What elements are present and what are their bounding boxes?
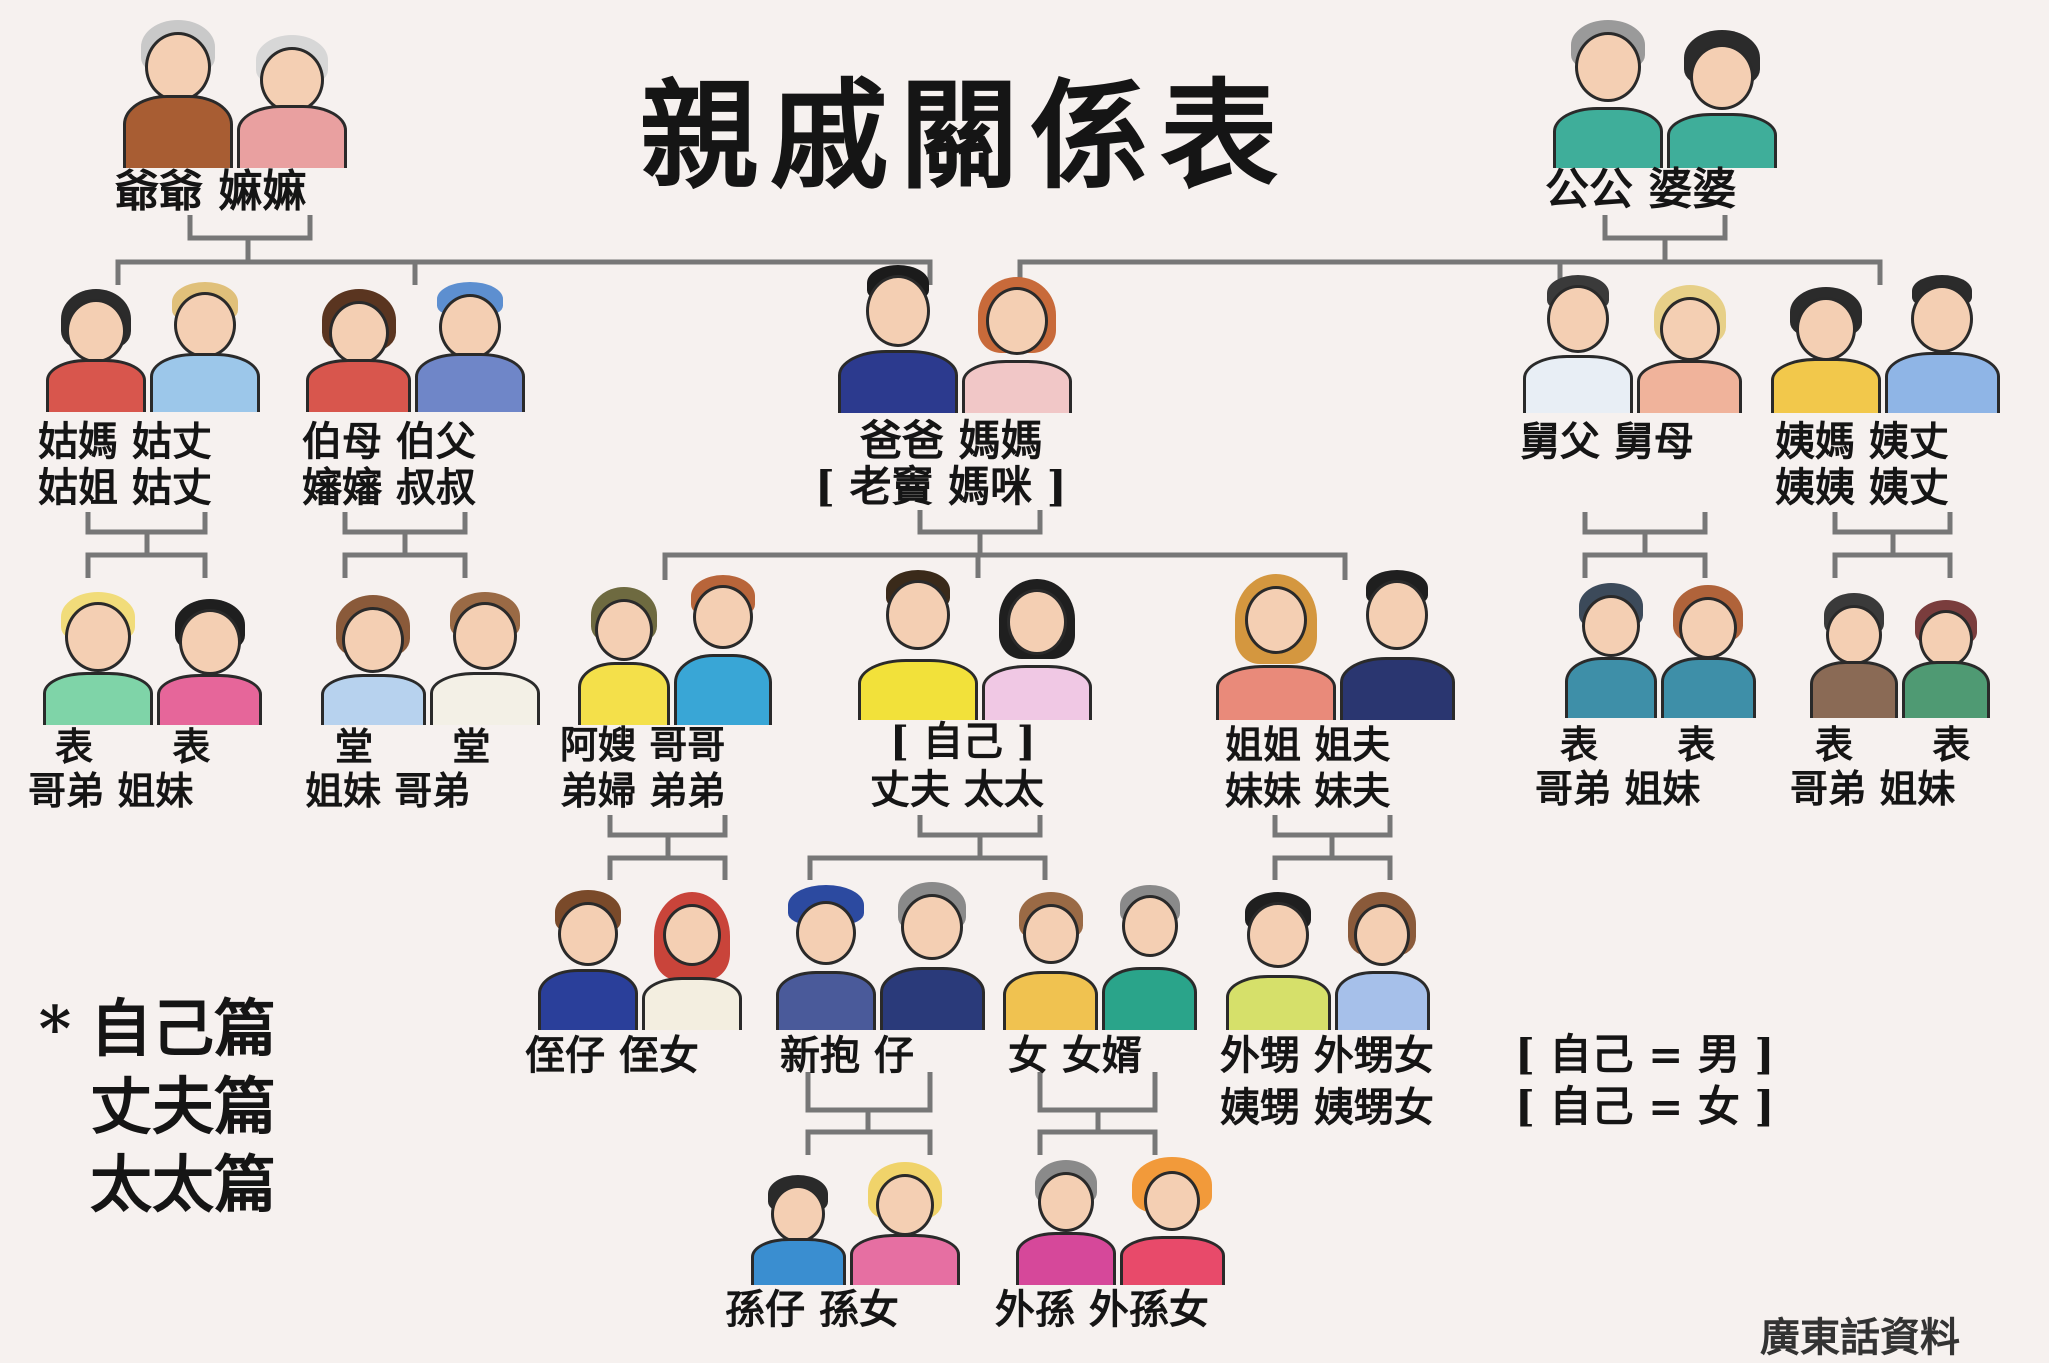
label-nephew-niece: 侄仔 侄女 [525, 1032, 699, 1079]
label-paternal-uncle-2: 嬸嬸 叔叔 [302, 464, 476, 511]
figure-self-couple [845, 570, 1105, 720]
figure-maternal-aunt-cousins [1805, 590, 1995, 718]
figure-daughter-couple [1000, 880, 1200, 1030]
figure-paternal-uncle-cousins [310, 585, 550, 725]
label-cousins-paternal-aunt-1: 表 表 [55, 724, 211, 769]
label-self-couple-2: 丈夫 太太 [870, 766, 1044, 813]
label-maternal-grandparents: 公公 婆婆 [1545, 164, 1737, 215]
figure-sister-couple [1200, 565, 1470, 720]
legend-item-husband: 丈夫篇 [90, 1070, 277, 1143]
label-sister-children-1: 外甥 外甥女 [1220, 1032, 1434, 1079]
label-parents-1: 爸爸 媽媽 [860, 416, 1043, 465]
legend-star: * [38, 992, 72, 1065]
label-cousins-maternal-uncle-2: 哥弟 姐妹 [1535, 766, 1701, 811]
figure-paternal-grandparents [110, 18, 360, 168]
label-paternal-aunt-1: 姑媽 姑丈 [38, 418, 212, 465]
label-brother-couple-1: 阿嫂 哥哥 [560, 722, 726, 767]
label-cousins-maternal-aunt-2: 哥弟 姐妹 [1790, 766, 1956, 811]
label-self-couple-1: [ 自己 ] [890, 718, 1036, 765]
label-paternal-aunt-2: 姑姐 姑丈 [38, 464, 212, 511]
label-sister-children-2: 姨甥 姨甥女 [1220, 1084, 1434, 1131]
label-sons-children: 新抱 仔 [780, 1032, 914, 1079]
label-cousins-paternal-aunt-2: 哥弟 姐妹 [28, 768, 194, 813]
figure-paternal-aunt-cousins [30, 585, 275, 725]
figure-maternal-aunt-couple [1760, 275, 2010, 413]
label-cousins-maternal-uncle-1: 表 表 [1560, 722, 1716, 767]
figure-paternal-aunt-couple [38, 282, 268, 412]
label-sister-couple-1: 姐姐 姐夫 [1225, 722, 1391, 767]
page-title: 親戚關係表 [640, 66, 1291, 205]
label-self-female: [ 自己 = 女 ] [1515, 1082, 1775, 1131]
label-cousins-maternal-aunt-1: 表 表 [1815, 722, 1971, 767]
figure-maternal-uncle-couple [1515, 275, 1750, 413]
label-cousins-paternal-uncle-1: 堂 堂 [335, 724, 491, 769]
figure-son-grandchildren [740, 1160, 970, 1285]
label-maternal-uncle: 舅父 舅母 [1520, 418, 1694, 465]
label-maternal-aunt-1: 姨媽 姨丈 [1775, 418, 1949, 465]
legend: *自己篇 丈夫篇 太太篇 [20, 990, 276, 1224]
figure-sister-children [1220, 885, 1435, 1030]
figure-parents [825, 265, 1085, 413]
figure-maternal-grandparents [1540, 18, 1790, 168]
source-note: 廣東話資料 [1760, 1314, 1960, 1361]
label-self-male: [ 自己 = 男 ] [1515, 1030, 1775, 1079]
label-daughter-couple: 女 女婿 [1008, 1032, 1142, 1079]
label-paternal-grandparents: 爺爺 嫲嫲 [115, 166, 307, 217]
label-grandchildren-son: 孫仔 孫女 [725, 1286, 899, 1333]
label-paternal-uncle-1: 伯母 伯父 [302, 418, 476, 465]
label-parents-2: [ 老竇 媽咪 ] [815, 462, 1067, 511]
legend-item-self: 自己篇 [90, 992, 277, 1065]
label-brother-couple-2: 弟婦 弟弟 [560, 768, 726, 813]
label-maternal-aunt-2: 姨姨 姨丈 [1775, 464, 1949, 511]
figure-brother-couple [575, 570, 775, 725]
label-sister-couple-2: 妹妹 妹夫 [1225, 768, 1391, 813]
figure-son-couple [770, 875, 990, 1030]
figure-paternal-uncle-couple [298, 282, 533, 412]
legend-item-wife: 太太篇 [90, 1148, 277, 1221]
figure-maternal-uncle-cousins [1560, 578, 1760, 718]
figure-nephew-niece [530, 885, 750, 1030]
figure-daughter-grandchildren [1010, 1155, 1230, 1285]
label-cousins-paternal-uncle-2: 姐妹 哥弟 [305, 768, 471, 813]
label-grandchildren-daughter: 外孫 外孫女 [995, 1286, 1209, 1333]
